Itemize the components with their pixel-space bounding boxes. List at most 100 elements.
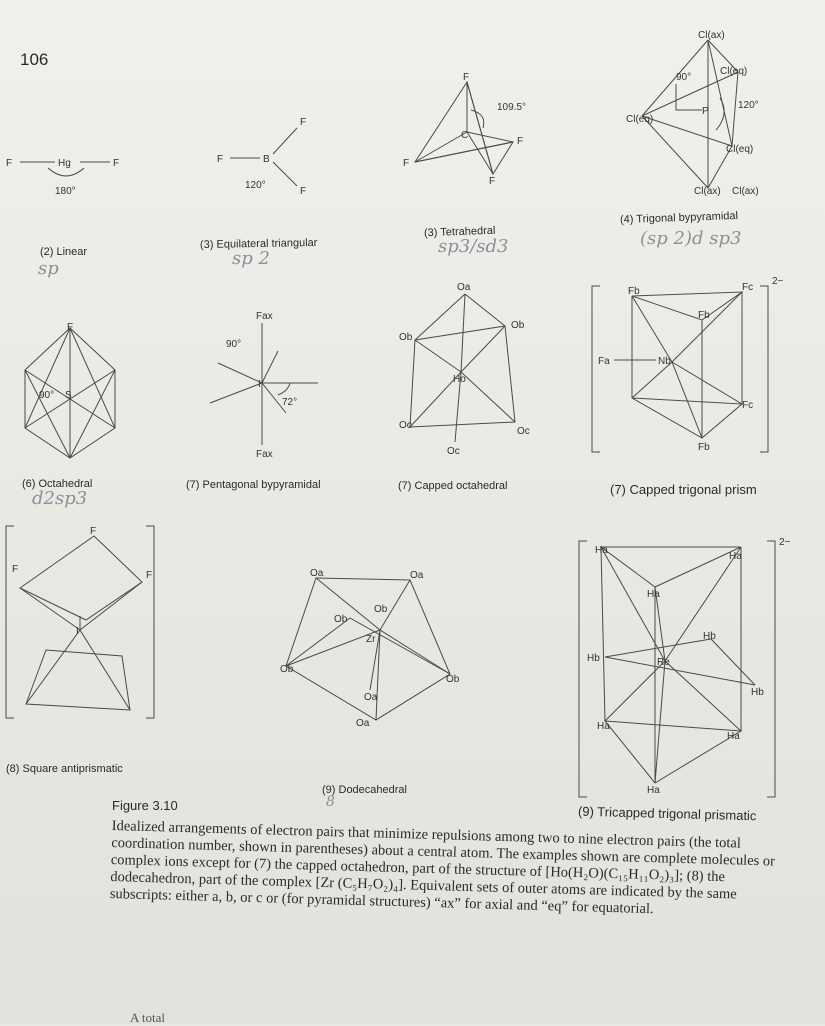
handwritten-tetrahedral: sp3/sd3 (438, 236, 509, 257)
atom-f-right: F (517, 136, 523, 147)
atom-f-ax-top: Fax (256, 311, 273, 322)
atom-f-left: F (6, 158, 12, 169)
angle-180: 180° (55, 186, 76, 197)
angle-90: 90° (39, 390, 54, 401)
atom-fb-bottom: Fb (698, 442, 710, 453)
atom-cl-eq-left: Cl(eq) (626, 114, 653, 125)
atom-fc-top: Fc (742, 282, 753, 293)
atom-oc-left: Oc (399, 420, 412, 431)
atom-ob-3: Ob (280, 664, 294, 675)
linear-diagram: F Hg F 180° (6, 158, 119, 197)
angle-120: 120° (738, 100, 759, 111)
atom-oa-4: Oa (356, 718, 370, 729)
atom-f-2: F (12, 564, 18, 575)
atom-oc-right: Oc (517, 426, 530, 437)
tricapped-diagram: Re Ha Ha Ha Hb Hb Hb Ha Ha Ha 2− (578, 537, 791, 798)
atom-f-bottom: F (489, 176, 495, 187)
atom-cl-eq-right: Cl(eq) (720, 66, 747, 77)
atom-i: I (258, 379, 261, 390)
atom-f-3: F (146, 570, 152, 581)
atom-fb-mid: Fb (698, 310, 710, 321)
label-tricapped: (9) Tricapped trigonal prismatic (577, 803, 757, 824)
atom-oc-bottom: Oc (447, 446, 460, 457)
atom-cl-ax-bottom-1: Cl(ax) (694, 186, 721, 197)
atom-c: C (461, 130, 468, 141)
angle-72: 72° (282, 397, 297, 408)
capped-octahedral-diagram: Ho Oa Ob Ob Oc Oc Oc (399, 282, 530, 457)
angle-90: 90° (226, 339, 241, 350)
atom-ho: Ho (453, 374, 466, 385)
label-capped-octahedral: (7) Capped octahedral (398, 480, 508, 492)
atom-i: I (76, 626, 79, 637)
handwritten-dodecahedral: 8 (326, 794, 335, 810)
triangular-diagram: F B F F 120° (217, 117, 306, 197)
atom-b: B (263, 154, 270, 165)
handwritten-octahedral: d2sp3 (32, 488, 88, 509)
atom-ha-5: Ha (727, 731, 740, 742)
label-dodecahedral: (9) Dodecahedral (322, 784, 407, 796)
atom-ha-4: Ha (597, 721, 610, 732)
atom-f-1: F (90, 526, 96, 537)
atom-cl-ax-bottom-2: Cl(ax) (732, 186, 759, 197)
atom-hb-3: Hb (751, 687, 764, 698)
atom-s: S (65, 390, 72, 401)
atom-f-top: F (463, 72, 469, 83)
atom-f-left: F (403, 158, 409, 169)
tetrahedral-diagram: C F F F F 109.5° (403, 72, 526, 187)
label-square-antiprismatic: (8) Square antiprismatic (6, 763, 123, 775)
trigonal-bipyramidal-diagram: P Cl(ax) Cl(eq) Cl(eq) Cl(eq) Cl(ax) Cl(… (626, 30, 759, 197)
capped-trigonal-prism-diagram: Nb Fa Fb Fc Fb Fb Fc 2− (591, 276, 784, 453)
page-number: 106 (20, 50, 49, 69)
footer-text: A total (130, 1010, 166, 1025)
atom-hb-1: Hb (703, 631, 716, 642)
atom-nb: Nb (658, 356, 671, 367)
atom-f-ax-bottom: Fax (256, 449, 273, 460)
charge: 2− (772, 276, 784, 287)
atom-fc-bottom: Fc (742, 400, 753, 411)
atom-cl-eq-bottom: Cl(eq) (726, 144, 753, 155)
handwritten-triangular: sp 2 (232, 248, 270, 269)
atom-fa: Fa (598, 356, 610, 367)
atom-ha-2: Ha (729, 551, 742, 562)
atom-oa: Oa (457, 282, 471, 293)
atom-ob-2: Ob (334, 614, 348, 625)
atom-re: Re (657, 657, 670, 668)
atom-ob-4: Ob (446, 674, 460, 685)
atom-hg: Hg (58, 158, 71, 169)
atom-oa-1: Oa (310, 568, 324, 579)
angle-109: 109.5° (497, 102, 526, 113)
pentagonal-bipyramidal-diagram: I Fax Fax 90° 72° (209, 311, 318, 460)
label-pentagonal: (7) Pentagonal bypyramidal (186, 479, 321, 491)
atom-ha-6: Ha (647, 785, 660, 796)
atom-p: P (702, 106, 709, 117)
atom-f-right: F (113, 158, 119, 169)
atom-ob-left: Ob (399, 332, 413, 343)
atom-zr: Zr (366, 634, 376, 645)
atom-f-bottom: F (300, 186, 306, 197)
atom-cl-ax-top: Cl(ax) (698, 30, 725, 41)
handwritten-linear: sp (38, 258, 59, 279)
atom-oa-3: Oa (364, 692, 378, 703)
square-antiprismatic-diagram: I F F F (5, 525, 155, 719)
atom-ob-right: Ob (511, 320, 525, 331)
label-octahedral: (6) Octahedral (22, 478, 93, 490)
atom-hb-2: Hb (587, 653, 600, 664)
figure-caption: Idealized arrangements of electron pairs… (109, 818, 776, 918)
atom-ha-3: Ha (647, 589, 660, 600)
atom-fb-top: Fb (628, 286, 640, 297)
atom-f-top: F (300, 117, 306, 128)
atom-ha-1: Ha (595, 545, 608, 556)
label-linear: (2) Linear (40, 246, 88, 258)
atom-oa-2: Oa (410, 570, 424, 581)
angle-90: 90° (676, 72, 691, 83)
atom-f: F (67, 322, 73, 333)
octahedral-diagram: S F 90° (24, 322, 116, 459)
dodecahedral-diagram: Zr Oa Oa Ob Ob Ob Ob Oa Oa (280, 568, 460, 729)
label-capped-trigonal-prism: (7) Capped trigonal prism (610, 482, 757, 497)
figure-title: Figure 3.10 (112, 798, 178, 813)
angle-120: 120° (245, 180, 266, 191)
atom-f-left: F (217, 154, 223, 165)
label-trigonal: (4) Trigonal bypyramidal (619, 209, 739, 227)
atom-ob-1: Ob (374, 604, 388, 615)
